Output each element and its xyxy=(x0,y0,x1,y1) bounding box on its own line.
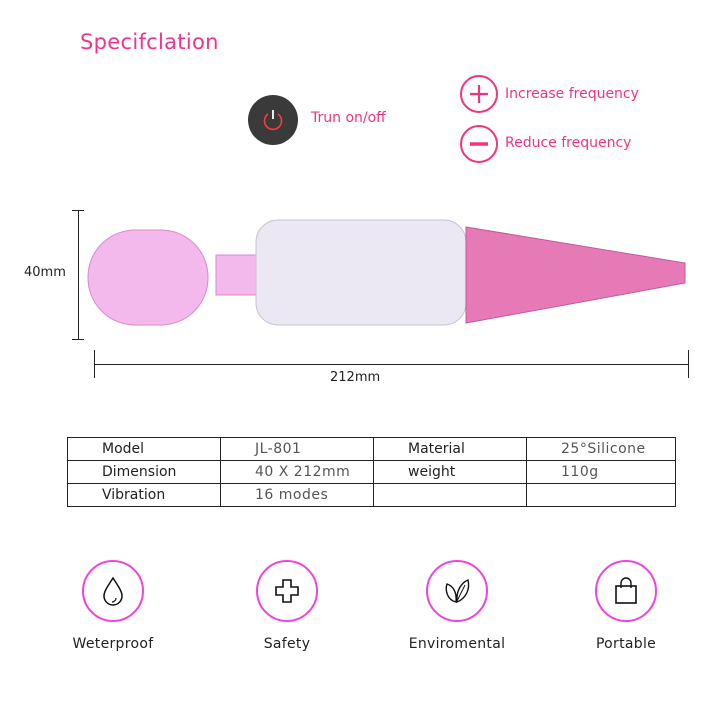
spec-value: 25°Silicone xyxy=(526,437,676,461)
feature-ring xyxy=(82,560,144,622)
spec-label: weight xyxy=(373,460,527,484)
feature-portable: Portable xyxy=(566,560,686,652)
feature-safety: Safety xyxy=(227,560,347,652)
feature-ring xyxy=(256,560,318,622)
product-outline xyxy=(87,219,686,326)
water-drop-icon xyxy=(103,576,123,606)
spec-table: Model JL-801 Material 25°Silicone Dimens… xyxy=(67,437,676,507)
feature-ring xyxy=(595,560,657,622)
reduce-button xyxy=(460,125,498,163)
length-line xyxy=(94,364,689,365)
power-icon xyxy=(263,110,283,131)
minus-icon xyxy=(470,142,488,146)
page-title: Specifclation xyxy=(80,30,219,54)
spec-label: Vibration xyxy=(67,483,221,507)
leaf-icon xyxy=(445,579,470,603)
height-cap-bottom xyxy=(72,339,84,340)
feature-environmental: Enviromental xyxy=(397,560,517,652)
spec-value: 16 modes xyxy=(220,483,374,507)
feature-ring xyxy=(426,560,488,622)
feature-label: Portable xyxy=(595,636,657,652)
feature-label: Safety xyxy=(263,636,311,652)
medical-cross-icon xyxy=(275,579,299,603)
length-cap-right xyxy=(688,350,689,378)
feature-label: Enviromental xyxy=(408,636,506,652)
spec-value xyxy=(526,483,676,507)
height-line xyxy=(78,210,79,340)
power-label: Trun on/off xyxy=(311,110,386,126)
spec-label: Model xyxy=(67,437,221,461)
spec-label: Dimension xyxy=(67,460,221,484)
spec-value: JL-801 xyxy=(220,437,374,461)
increase-button xyxy=(460,75,498,113)
power-button xyxy=(248,95,298,145)
increase-label: Increase frequency xyxy=(505,86,639,102)
spec-label xyxy=(373,483,527,507)
length-label: 212mm xyxy=(330,370,381,385)
reduce-label: Reduce frequency xyxy=(505,135,632,151)
table-row: Model JL-801 Material 25°Silicone xyxy=(67,437,676,461)
spec-label: Material xyxy=(373,437,527,461)
feature-label: Weterproof xyxy=(72,636,154,652)
table-row: Vibration 16 modes xyxy=(67,483,676,507)
table-row: Dimension 40 X 212mm weight 110g xyxy=(67,460,676,484)
spec-value: 40 X 212mm xyxy=(220,460,374,484)
spec-value: 110g xyxy=(526,460,676,484)
height-label: 40mm xyxy=(24,265,66,280)
feature-waterproof: Weterproof xyxy=(53,560,173,652)
shopping-bag-icon xyxy=(615,577,637,604)
plus-icon xyxy=(470,85,488,103)
